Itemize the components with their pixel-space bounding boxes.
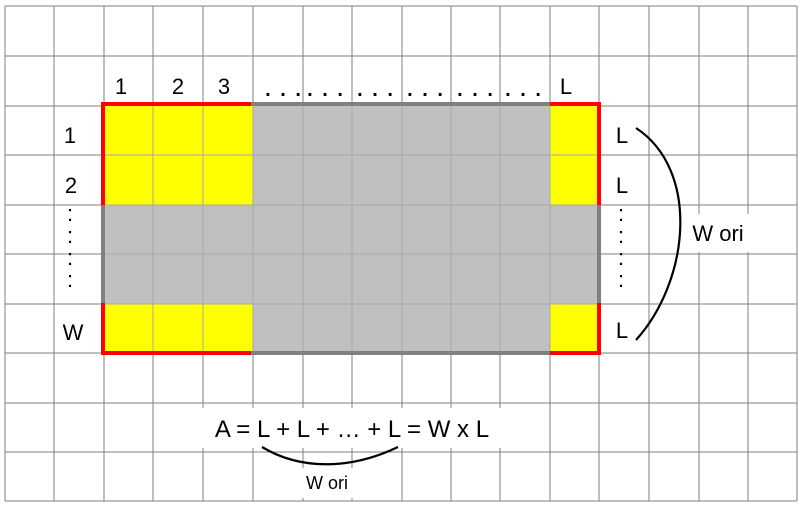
unit-square-highlighted bbox=[203, 155, 253, 205]
unit-square-highlighted bbox=[104, 106, 153, 155]
right-label-L-3: L bbox=[616, 318, 628, 343]
column-labels: 1 2 3 . . . . . . . . . . . . . . . . . … bbox=[115, 74, 572, 101]
right-label-L-2: L bbox=[616, 173, 628, 198]
unit-square bbox=[153, 205, 203, 254]
unit-square-highlighted bbox=[203, 304, 253, 353]
unit-square bbox=[203, 254, 253, 304]
unit-square bbox=[303, 254, 352, 304]
formula-brace-label: W ori bbox=[306, 473, 348, 493]
row-labels: 1 2 : : : : W bbox=[63, 123, 84, 345]
unit-square-highlighted bbox=[104, 304, 153, 353]
unit-square-highlighted bbox=[153, 106, 203, 155]
unit-square-highlighted bbox=[550, 155, 599, 205]
unit-square bbox=[352, 254, 402, 304]
unit-square bbox=[402, 205, 451, 254]
right-vdots-1: : bbox=[618, 201, 624, 226]
col-label-2: 2 bbox=[172, 74, 184, 99]
row-vdots-1: : bbox=[67, 201, 73, 226]
unit-square bbox=[253, 155, 303, 205]
unit-square bbox=[253, 106, 303, 155]
col-label-L: L bbox=[560, 74, 572, 99]
unit-square bbox=[550, 205, 599, 254]
unit-square bbox=[500, 106, 550, 155]
row-vdots-2: : bbox=[67, 223, 73, 248]
col-label-3: 3 bbox=[218, 74, 230, 99]
row-vdots-3: : bbox=[67, 245, 73, 270]
unit-square bbox=[402, 106, 451, 155]
unit-square-highlighted bbox=[104, 155, 153, 205]
unit-square bbox=[104, 205, 153, 254]
unit-square bbox=[500, 205, 550, 254]
row-vdots-4: : bbox=[67, 267, 73, 292]
rectangle-outline bbox=[101, 102, 601, 355]
col-label-dots-4: . . . bbox=[407, 79, 445, 101]
right-row-labels: L L : : : : L bbox=[616, 123, 628, 343]
unit-square bbox=[402, 254, 451, 304]
unit-square-highlighted bbox=[153, 155, 203, 205]
brace-label-bg bbox=[682, 214, 752, 252]
row-label-W: W bbox=[63, 320, 84, 345]
unit-square bbox=[303, 205, 352, 254]
right-vdots-4: : bbox=[618, 267, 624, 292]
row-label-1: 1 bbox=[64, 123, 76, 148]
col-label-dots-1: . . . bbox=[265, 79, 303, 101]
brace-label: W ori bbox=[692, 221, 743, 246]
unit-square bbox=[451, 304, 500, 353]
unit-square bbox=[500, 155, 550, 205]
unit-square bbox=[203, 205, 253, 254]
unit-square bbox=[303, 106, 352, 155]
unit-square bbox=[303, 155, 352, 205]
unit-square-highlighted bbox=[153, 304, 203, 353]
right-brace-curve bbox=[635, 127, 682, 341]
formula-text: A = L + L + … + L = W x L bbox=[215, 416, 489, 443]
row-label-2: 2 bbox=[65, 173, 77, 198]
unit-square bbox=[253, 205, 303, 254]
col-label-dots-5: . . . bbox=[457, 79, 495, 101]
unit-square bbox=[451, 205, 500, 254]
right-vdots-3: : bbox=[618, 245, 624, 270]
unit-square bbox=[352, 106, 402, 155]
rectangle-inner-grid bbox=[104, 106, 599, 353]
formula-bg bbox=[200, 408, 510, 448]
right-vdots-2: : bbox=[618, 223, 624, 248]
unit-square bbox=[500, 254, 550, 304]
unit-square-highlighted bbox=[203, 106, 253, 155]
unit-square-highlighted bbox=[550, 106, 599, 155]
formula-brace-curve bbox=[261, 446, 399, 466]
col-label-dots-3: . . . bbox=[357, 79, 395, 101]
unit-square bbox=[104, 254, 153, 304]
formula-brace-label-bg bbox=[296, 468, 358, 498]
unit-square bbox=[352, 205, 402, 254]
unit-square bbox=[451, 254, 500, 304]
right-label-L-1: L bbox=[616, 123, 628, 148]
col-label-dots-2: . . . bbox=[307, 79, 345, 101]
unit-square-highlighted bbox=[550, 304, 599, 353]
unit-square bbox=[253, 254, 303, 304]
unit-square bbox=[550, 254, 599, 304]
unit-square bbox=[500, 304, 550, 353]
col-label-1: 1 bbox=[115, 74, 127, 99]
unit-square bbox=[451, 155, 500, 205]
unit-square bbox=[153, 254, 203, 304]
unit-square bbox=[402, 304, 451, 353]
col-label-dots-6: . . . bbox=[505, 79, 543, 101]
unit-square bbox=[253, 304, 303, 353]
rectangle-cells bbox=[104, 106, 599, 353]
unit-square bbox=[352, 155, 402, 205]
unit-square bbox=[352, 304, 402, 353]
unit-square bbox=[303, 304, 352, 353]
unit-square bbox=[402, 155, 451, 205]
unit-square bbox=[451, 106, 500, 155]
